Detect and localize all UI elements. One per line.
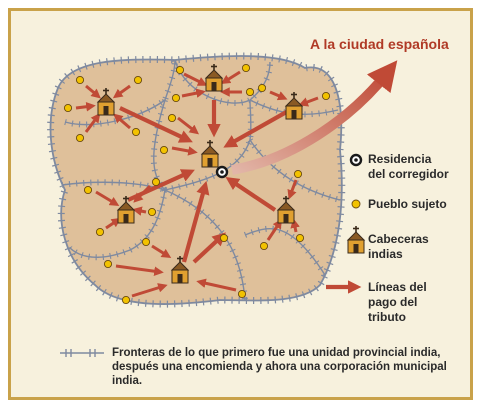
map-title: A la ciudad española bbox=[310, 36, 449, 52]
legend-tribute-label: Líneas del pago del tributo bbox=[368, 280, 427, 324]
residence-ring-icon bbox=[215, 165, 229, 179]
legend-village-icon bbox=[351, 199, 361, 209]
legend-residence-label: Residencia del corregidor bbox=[368, 152, 449, 181]
legend-cabeceras-label: Cabeceras indias bbox=[368, 232, 429, 261]
legend-village-label: Pueblo sujeto bbox=[368, 197, 447, 211]
legend-residence-icon bbox=[349, 153, 363, 167]
internal-boundaries bbox=[61, 59, 341, 301]
village-tribute-arrows bbox=[75, 70, 319, 298]
legend-church-icon bbox=[347, 226, 365, 254]
boundary-note: Fronteras de lo que primero fue una unid… bbox=[112, 347, 447, 387]
tribute-arrow-to-city bbox=[231, 60, 398, 175]
village-dots bbox=[63, 63, 331, 305]
legend-boundary-icon bbox=[60, 349, 104, 357]
